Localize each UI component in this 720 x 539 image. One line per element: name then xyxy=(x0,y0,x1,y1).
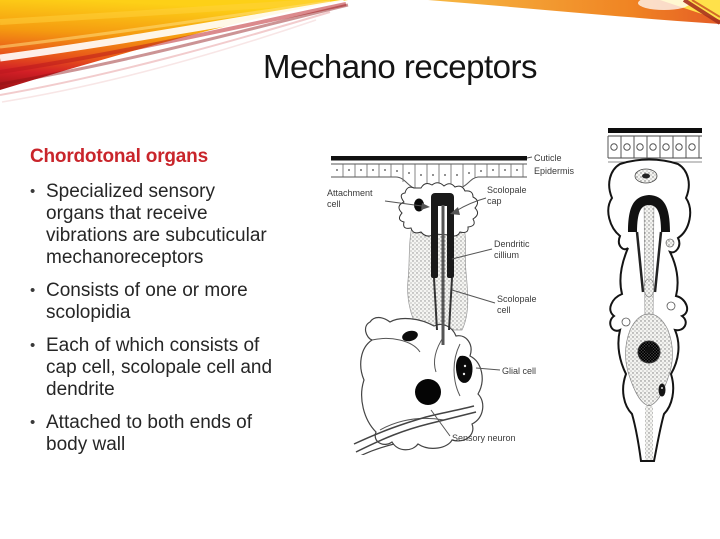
scolopale-cap-label: Scolopale xyxy=(487,185,527,195)
attachment-cell-label: Attachment xyxy=(327,188,373,198)
epidermis-label: Epidermis xyxy=(534,166,575,176)
arrowhead xyxy=(450,207,460,215)
inner-structures xyxy=(621,168,676,460)
sensory-neuron-nucleus xyxy=(415,379,441,405)
bullet-icon: • xyxy=(30,414,36,431)
header-swoosh-graphic xyxy=(0,0,720,103)
small-organelle xyxy=(658,383,666,397)
cuticle-epidermis-layer xyxy=(607,128,702,163)
sensory-neuron-label: Sensory neuron xyxy=(452,433,516,443)
bullet-text: Consists of one or more scolopidia xyxy=(46,280,248,323)
bullet-icon: • xyxy=(30,282,36,299)
section-heading: Chordotonal organs xyxy=(30,146,208,167)
dendritic-cillium-label: cillium xyxy=(494,250,519,260)
bullet-text: Specialized sensory organs that receive … xyxy=(46,181,267,268)
bullet-icon: • xyxy=(30,337,36,354)
bullet-text: Attached to both ends of body wall xyxy=(46,412,252,455)
bullet-icon: • xyxy=(30,183,36,200)
bullet-list: • Specialized sensory organs that receiv… xyxy=(30,181,322,467)
page-title: Mechano receptors xyxy=(263,48,537,85)
scolopidium-diagram: Cuticle Epidermis Attachment cell Scolop… xyxy=(327,153,575,455)
scolopidium-side-diagram xyxy=(607,128,702,462)
list-item: • Each of which consists of cap cell, sc… xyxy=(30,335,322,401)
scolopale-cell-label: Scolopale xyxy=(497,294,537,304)
scolopale-cell-label: cell xyxy=(497,305,511,315)
dendritic-cillium-label: Dendritic xyxy=(494,239,530,249)
glial-cell-nucleus xyxy=(455,355,473,383)
glial-cell-label: Glial cell xyxy=(502,366,536,376)
cuticle-label: Cuticle xyxy=(534,153,562,163)
attachment-cell-label: cell xyxy=(327,199,341,209)
scolopale-cap-region xyxy=(398,182,479,345)
axon-lines xyxy=(353,405,477,455)
list-item: • Attached to both ends of body wall xyxy=(30,412,322,456)
bullet-text: Each of which consists of cap cell, scol… xyxy=(46,335,273,400)
arrowhead xyxy=(421,203,430,210)
scolopale-cap-label: cap xyxy=(487,196,502,206)
list-item: • Specialized sensory organs that receiv… xyxy=(30,181,322,269)
leader-lines xyxy=(384,197,501,437)
list-item: • Consists of one or more scolopidia xyxy=(30,280,322,324)
